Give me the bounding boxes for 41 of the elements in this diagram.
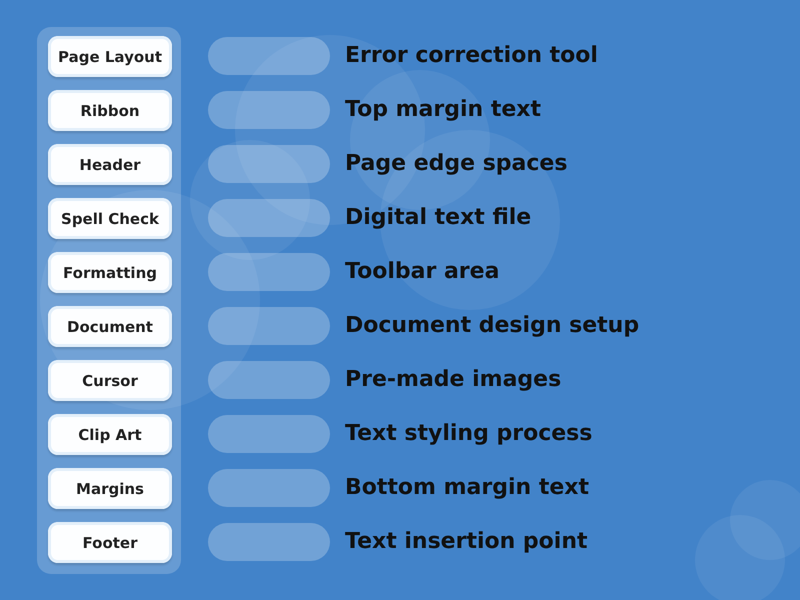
definition-text: Error correction tool xyxy=(345,42,598,70)
answer-box xyxy=(208,91,330,129)
definition-text: Top margin text xyxy=(345,96,541,124)
answer-box xyxy=(208,469,330,507)
word-card xyxy=(48,252,172,293)
definition-text: Text insertion point xyxy=(345,528,588,556)
word-card xyxy=(48,198,172,239)
answer-box xyxy=(208,253,330,291)
card-label: Ribbon xyxy=(80,102,140,120)
card-label: Formatting xyxy=(63,264,157,282)
definition-text: Bottom margin text xyxy=(345,474,589,502)
word-card xyxy=(48,306,172,347)
word-card xyxy=(48,414,172,455)
definition-text: Document design setup xyxy=(345,312,640,340)
card-label: Cursor xyxy=(82,372,138,390)
word-card xyxy=(48,144,172,185)
card-label: Spell Check xyxy=(61,210,159,228)
definition-text: Pre-made images xyxy=(345,366,562,394)
card-label: Document xyxy=(67,318,153,336)
card-label: Header xyxy=(79,156,141,174)
definition-text: Toolbar area xyxy=(345,258,500,286)
answer-box xyxy=(208,199,330,237)
card-panel xyxy=(37,27,181,574)
word-card xyxy=(48,522,172,563)
answer-box xyxy=(208,145,330,183)
answer-box xyxy=(208,415,330,453)
definition-text: Page edge spaces xyxy=(345,150,568,178)
definition-text: Text styling process xyxy=(345,420,592,448)
word-card xyxy=(48,360,172,401)
definition-text: Digital text file xyxy=(345,204,532,232)
answer-box xyxy=(208,361,330,399)
card-label: Clip Art xyxy=(78,426,142,444)
card-label: Page Layout xyxy=(58,48,162,66)
card-label: Footer xyxy=(82,534,138,552)
answer-box xyxy=(208,37,330,75)
word-card xyxy=(48,90,172,131)
word-card xyxy=(48,468,172,509)
answer-box xyxy=(208,523,330,561)
word-card xyxy=(48,36,172,77)
card-label: Margins xyxy=(76,480,144,498)
answer-box xyxy=(208,307,330,345)
